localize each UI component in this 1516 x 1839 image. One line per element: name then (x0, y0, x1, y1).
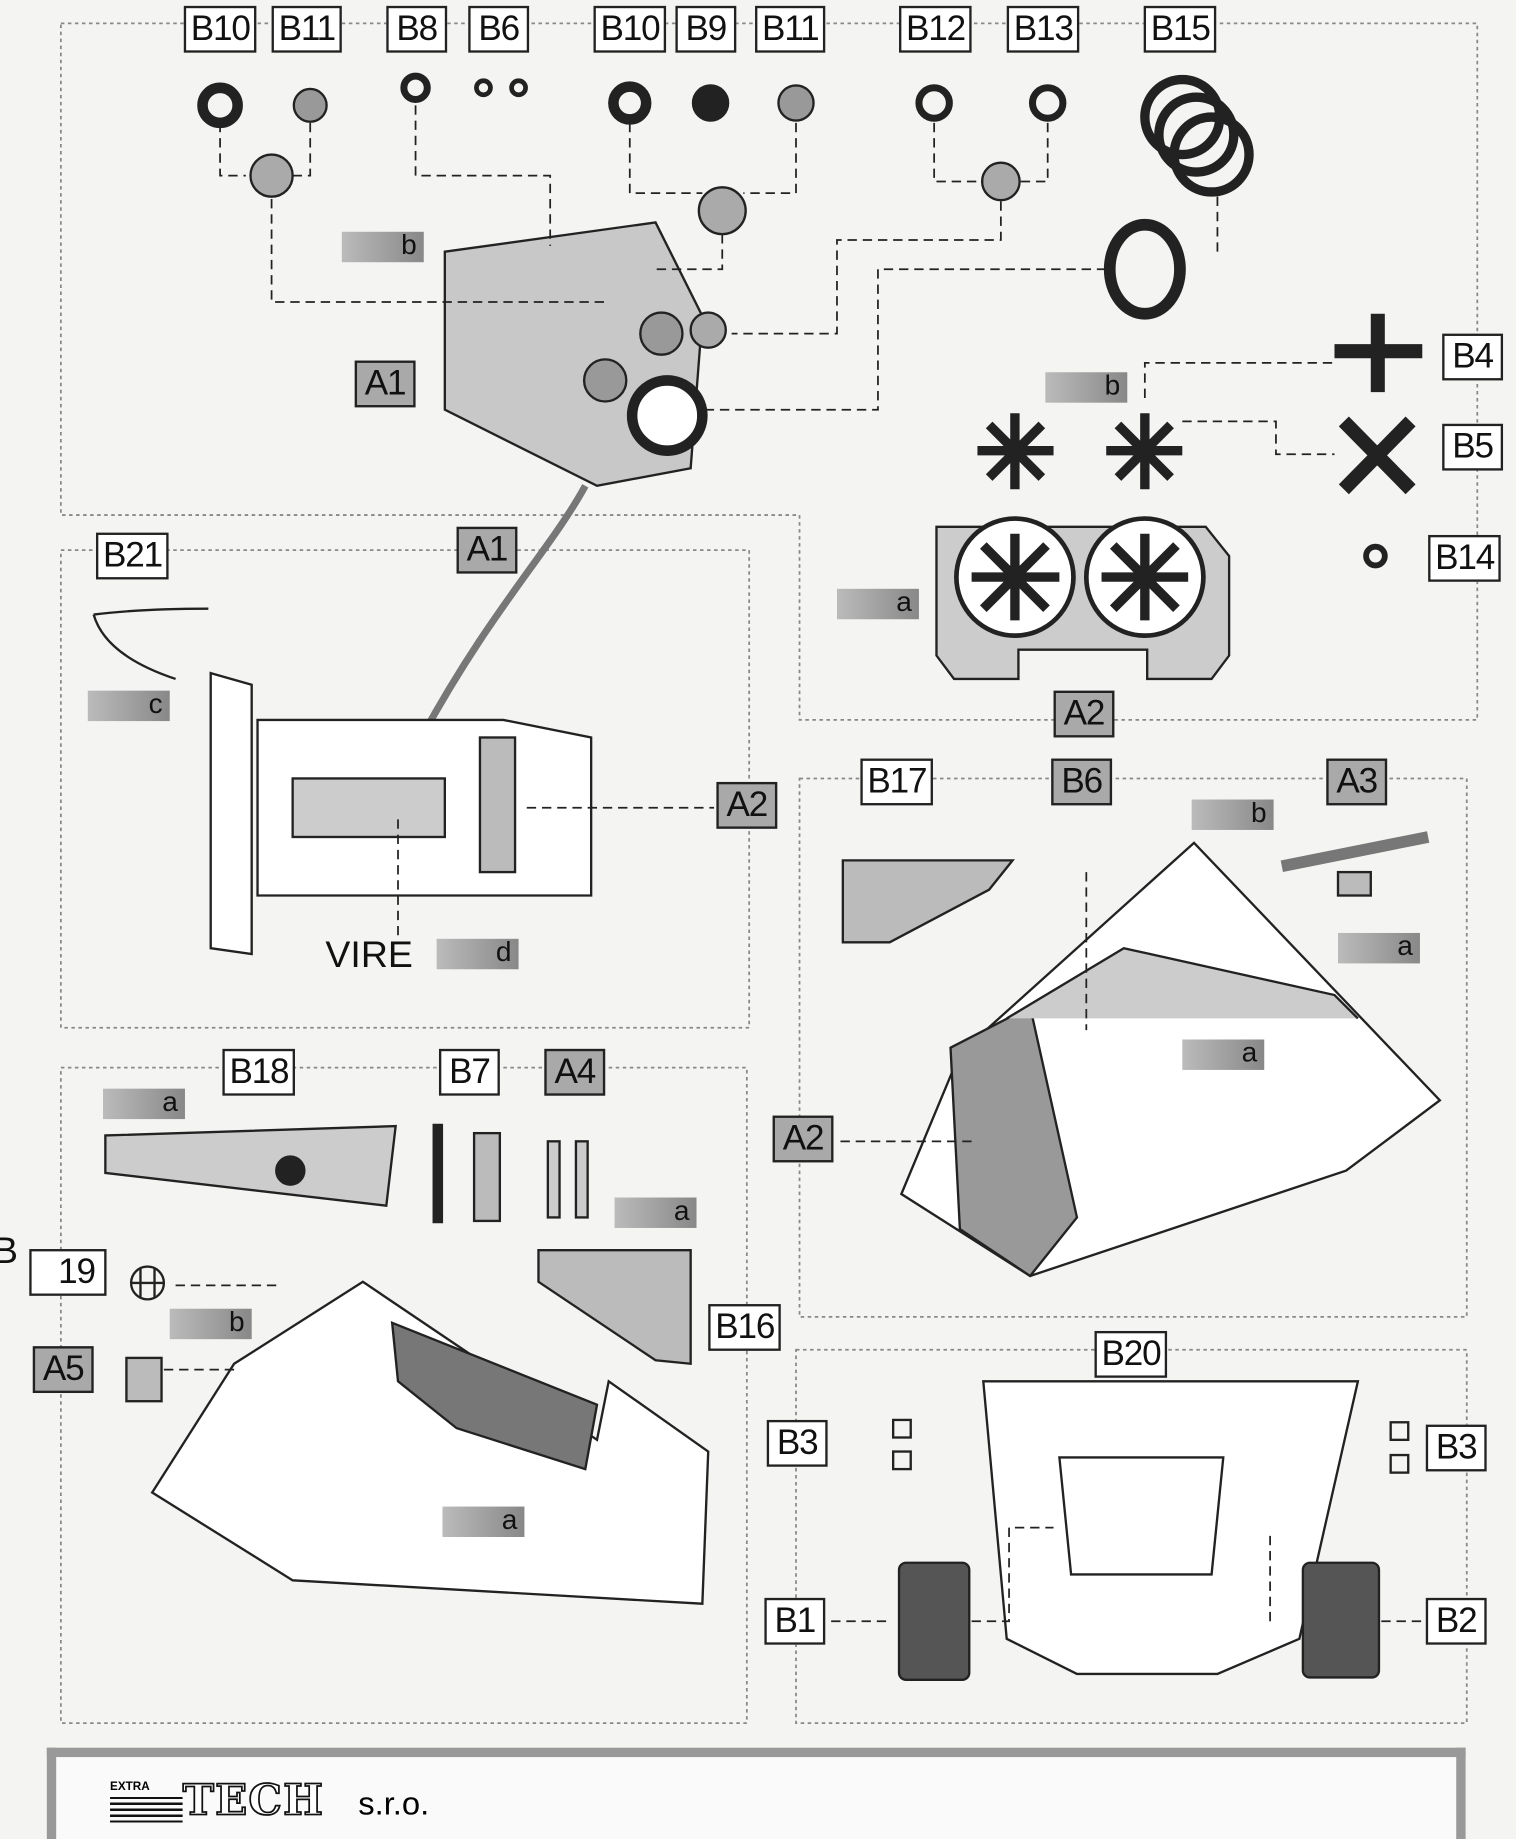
label-a5: A5 (32, 1346, 94, 1394)
label-b16: B16 (708, 1304, 782, 1351)
label-b3: B3 (766, 1419, 828, 1467)
engine-parts (197, 72, 1254, 740)
label-b8: B8 (386, 5, 448, 53)
tag-b: b (169, 1308, 252, 1340)
logo-extra: EXTRA (110, 1780, 150, 1794)
label-b10: B10 (593, 5, 667, 53)
label-a3: A3 (1326, 758, 1388, 806)
label-b6: B6 (468, 5, 530, 53)
label-a2: A2 (716, 781, 778, 829)
tag-b: b (1045, 372, 1128, 403)
label-b2: B2 (1425, 1597, 1487, 1645)
label-a4: A4 (544, 1048, 606, 1096)
label-b9: B9 (675, 5, 737, 53)
label-b5: B5 (1442, 423, 1504, 471)
label-b21: B21 (95, 532, 170, 580)
label-b10: B10 (183, 5, 257, 53)
tag-a: a (614, 1197, 697, 1228)
tag-b: b (1191, 799, 1274, 830)
label-b17: B17 (860, 758, 934, 806)
tag-a: a (103, 1088, 185, 1120)
tag-a: a (1337, 932, 1420, 964)
hull-parts (92, 607, 1442, 1681)
company-suffix: s.r.o. (358, 1785, 430, 1822)
label-a2: A2 (772, 1115, 834, 1163)
label-b12: B12 (899, 5, 973, 53)
label-b11: B11 (755, 5, 826, 53)
label-b18: B18 (222, 1048, 296, 1096)
label-b19: 19 (29, 1249, 107, 1296)
tag-d: d (436, 938, 519, 970)
tag-c: c (87, 690, 170, 722)
label-a2: A2 (1053, 690, 1115, 738)
vire-text: VIRE (325, 932, 413, 976)
label-a1: A1 (354, 360, 416, 408)
fan-assembly (935, 313, 1423, 681)
label-b6: B6 (1051, 758, 1113, 806)
label-a1: A1 (456, 526, 518, 574)
footer-banner: EXTRA TECH s.r.o. (46, 1747, 1466, 1839)
logo-lines (110, 1796, 183, 1823)
label-b14: B14 (1428, 534, 1502, 582)
label-b15: B15 (1143, 5, 1217, 53)
tag-a: a (442, 1506, 525, 1537)
label-b13: B13 (1006, 5, 1080, 53)
label-b20: B20 (1094, 1330, 1168, 1378)
label-b11: B11 (271, 5, 342, 53)
label-b1: B1 (764, 1597, 826, 1645)
tag-b: b (341, 231, 424, 263)
logo-tech: TECH (182, 1775, 325, 1826)
tag-a: a (836, 588, 919, 620)
label-b7: B7 (438, 1048, 500, 1096)
label-b3: B3 (1425, 1424, 1487, 1472)
tag-a: a (1182, 1039, 1265, 1070)
label-b4: B4 (1442, 333, 1504, 381)
label-b-partial: B (0, 1229, 18, 1272)
